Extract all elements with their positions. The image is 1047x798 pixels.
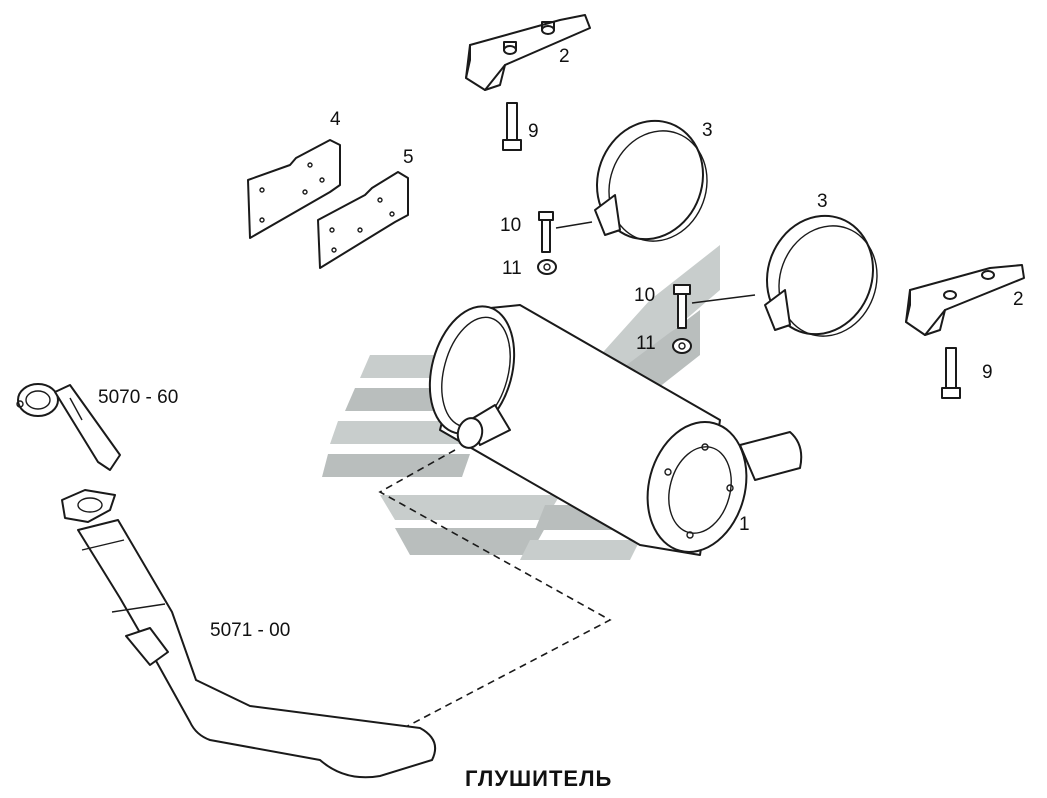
watermark-stripe [322,454,470,477]
label-11-upper: 11 [502,258,522,279]
label-10-lower: 10 [634,285,655,306]
label-5: 5 [403,147,414,168]
label-2-top: 2 [559,46,570,67]
watermark-stripe [395,528,545,555]
watermark-stripe [380,495,560,520]
diagram-title: ГЛУШИТЕЛЬ [465,766,612,791]
gasket-plate-5 [317,171,409,269]
bolt-9-top [502,102,522,151]
label-9-right: 9 [982,362,993,383]
part-labels: 1 2 2 3 3 4 5 9 9 10 10 11 11 5070 - 60 … [98,46,1024,641]
clamp-band-lower [764,214,878,337]
bolt-10-lower [673,284,756,329]
label-3-lower: 3 [817,191,828,212]
clamp-band-upper [594,119,708,242]
label-1: 1 [739,514,750,535]
watermark-stripe [520,540,640,560]
label-ref-clamp: 5070 - 60 [98,387,178,408]
label-3-upper: 3 [702,120,713,141]
exhaust-clamp [16,383,121,471]
nut-11-upper [537,259,557,275]
label-2-right: 2 [1013,289,1024,310]
label-4: 4 [330,109,341,130]
nut-11-lower [672,338,692,354]
label-ref-pipe: 5071 - 00 [210,620,290,641]
exhaust-pipe [61,489,436,779]
bolt-10-upper [538,211,593,253]
label-10-upper: 10 [500,215,521,236]
assembly-alignment-line [378,449,612,731]
gasket-plate-4 [247,139,341,239]
bracket-top [465,14,591,91]
label-11-lower: 11 [636,333,656,354]
muffler-body [428,304,803,556]
bolt-9-right [941,347,961,399]
label-9-top: 9 [528,121,539,142]
bracket-right [905,264,1025,336]
